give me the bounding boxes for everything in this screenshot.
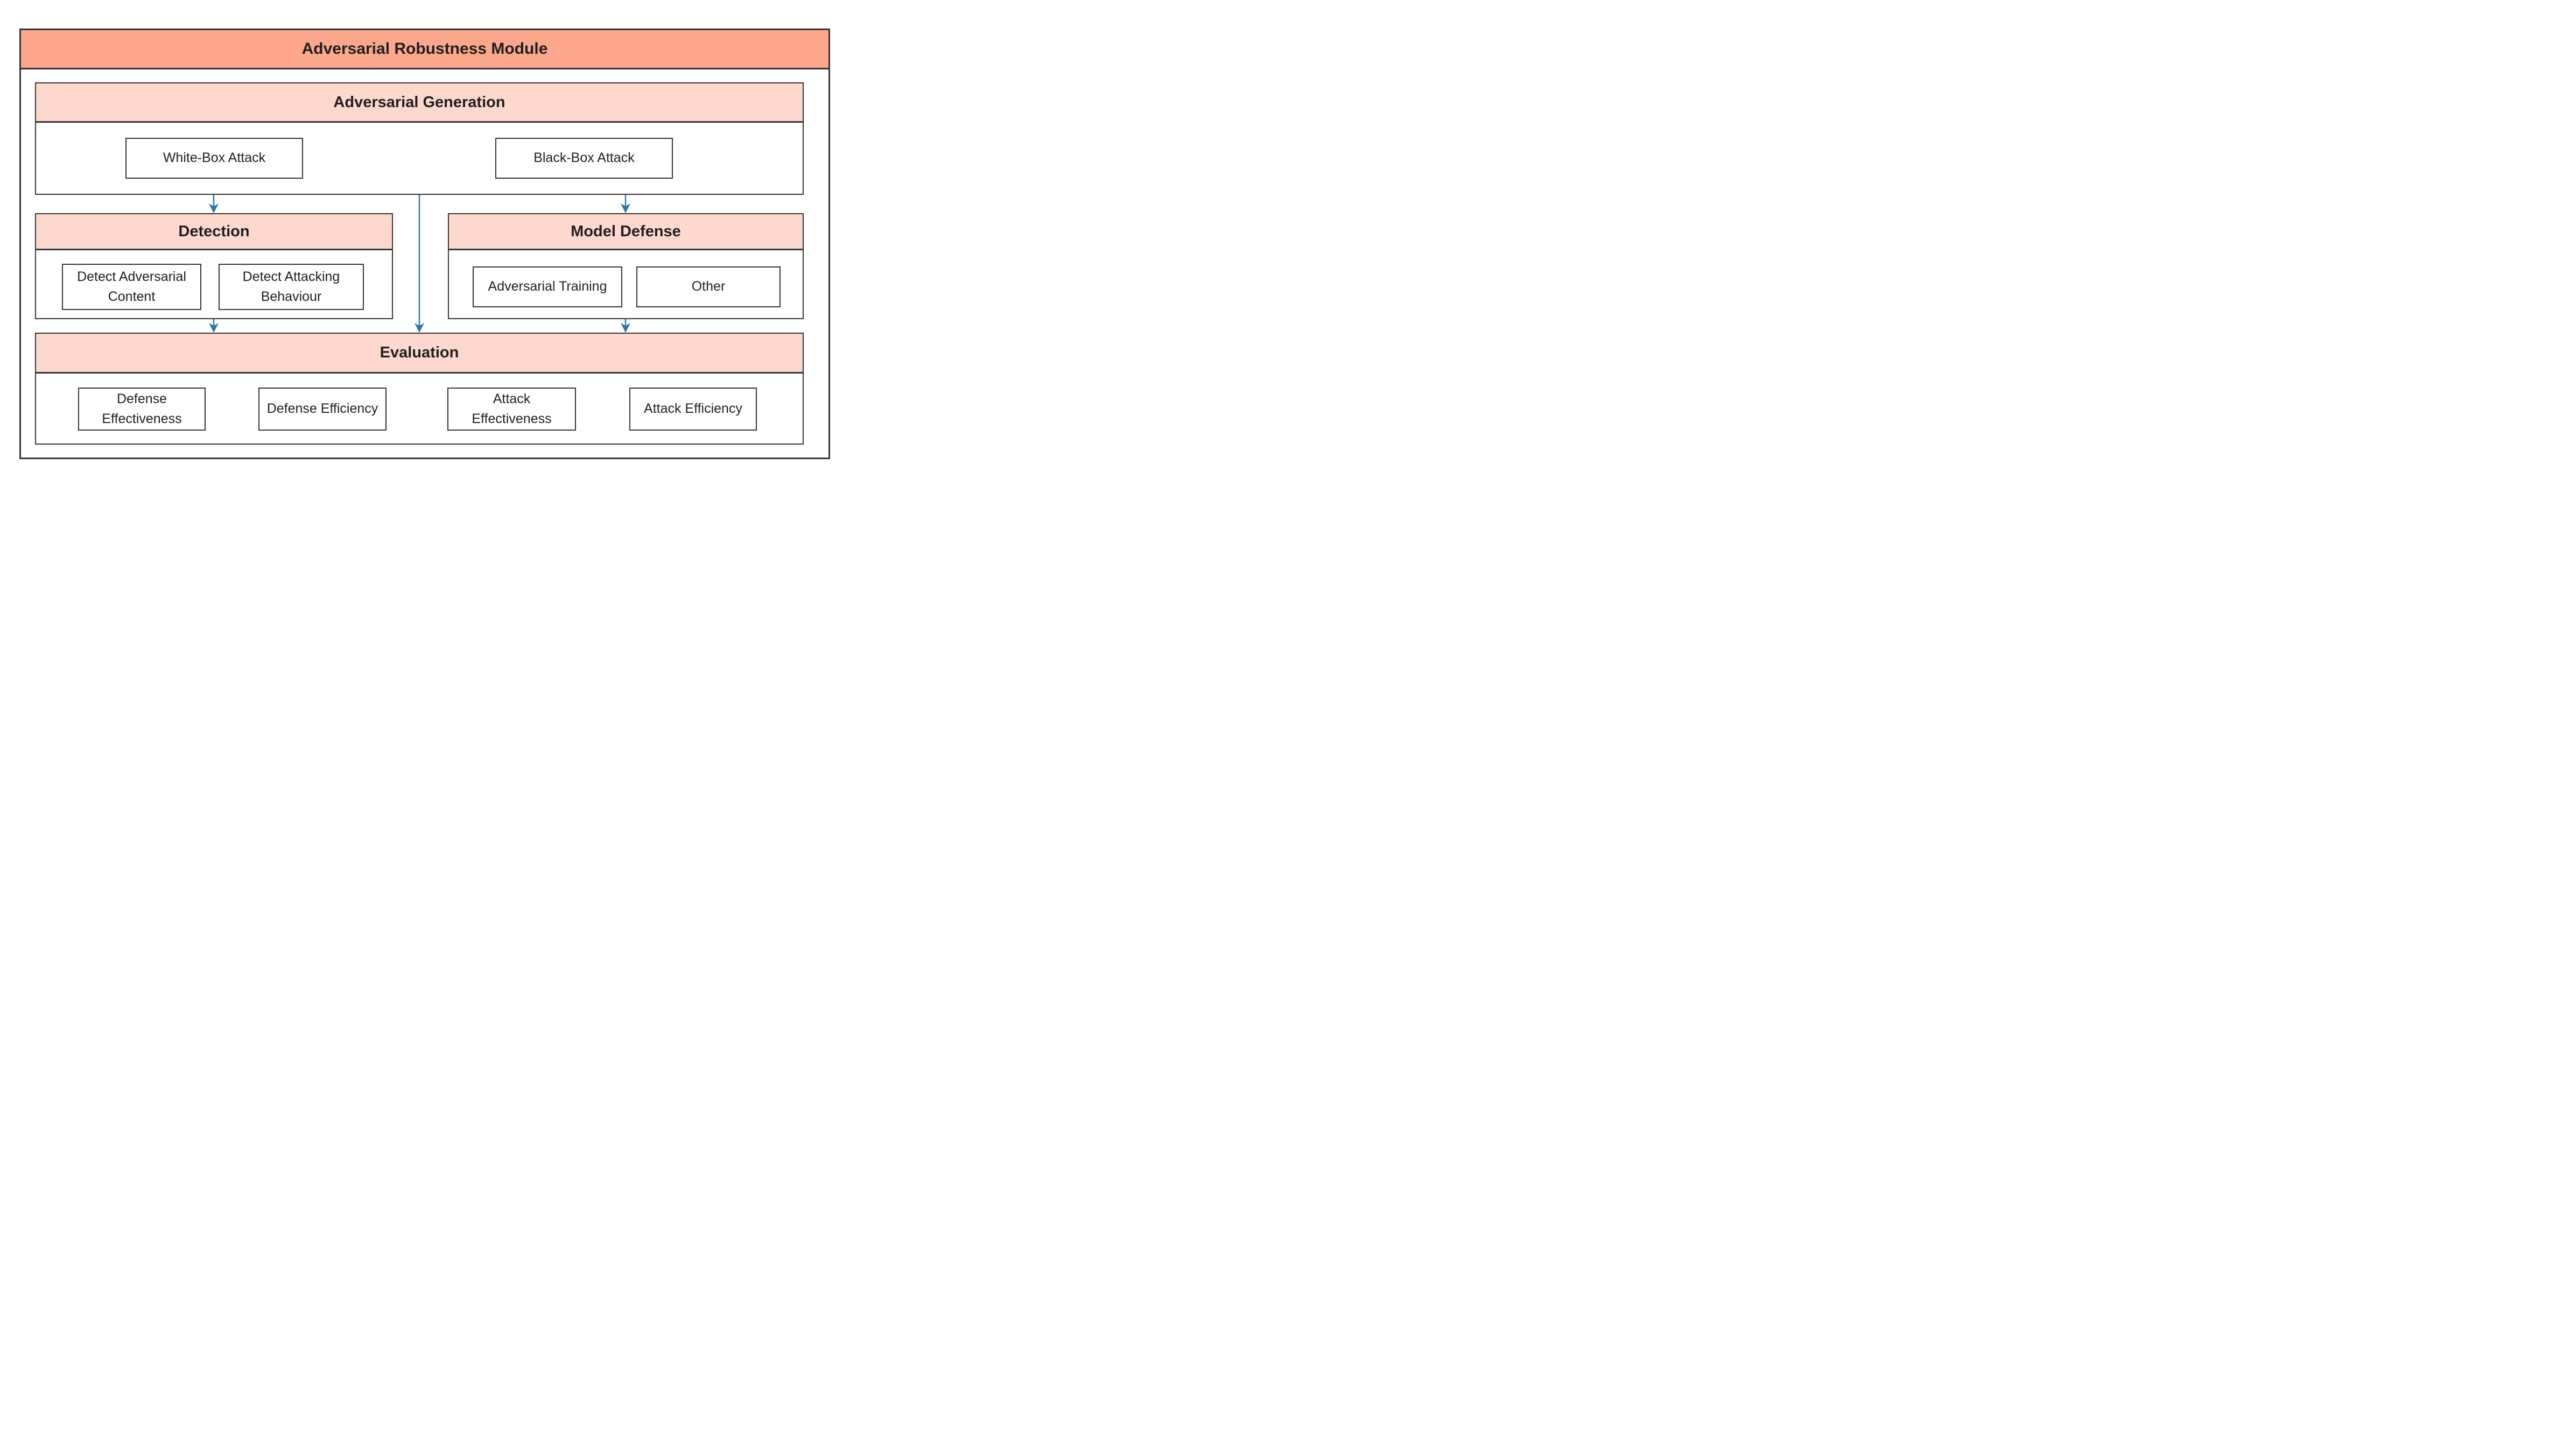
diagram-outer-frame: Adversarial Robustness Module Adversaria… [19, 29, 830, 459]
box-attack-effectiveness: Attack Effectiveness [447, 388, 576, 431]
section-adversarial-generation: Adversarial Generation White-Box Attack … [35, 82, 804, 195]
diagram-title-bar: Adversarial Robustness Module [21, 30, 828, 69]
box-other: Other [636, 266, 781, 307]
section-detection: Detection Detect Adversarial Content Det… [35, 213, 393, 319]
section-model-defense-title: Model Defense [449, 214, 803, 250]
box-defense-effectiveness: Defense Effectiveness [78, 388, 206, 431]
box-detect-attacking-behaviour: Detect Attacking Behaviour [219, 264, 364, 310]
section-evaluation: Evaluation Defense Effectiveness Defense… [35, 333, 804, 445]
section-adversarial-generation-title: Adversarial Generation [36, 83, 803, 123]
box-defense-efficiency: Defense Efficiency [258, 388, 387, 431]
box-white-box-attack: White-Box Attack [125, 138, 303, 179]
adversarial-robustness-diagram: Adversarial Robustness Module Adversaria… [0, 0, 850, 486]
box-detect-adversarial-content: Detect Adversarial Content [62, 264, 201, 310]
box-adversarial-training: Adversarial Training [473, 266, 622, 307]
box-black-box-attack: Black-Box Attack [495, 138, 673, 179]
section-model-defense: Model Defense Adversarial Training Other [448, 213, 804, 319]
section-evaluation-title: Evaluation [36, 334, 803, 374]
box-attack-efficiency: Attack Efficiency [629, 388, 757, 431]
section-detection-title: Detection [36, 214, 392, 250]
